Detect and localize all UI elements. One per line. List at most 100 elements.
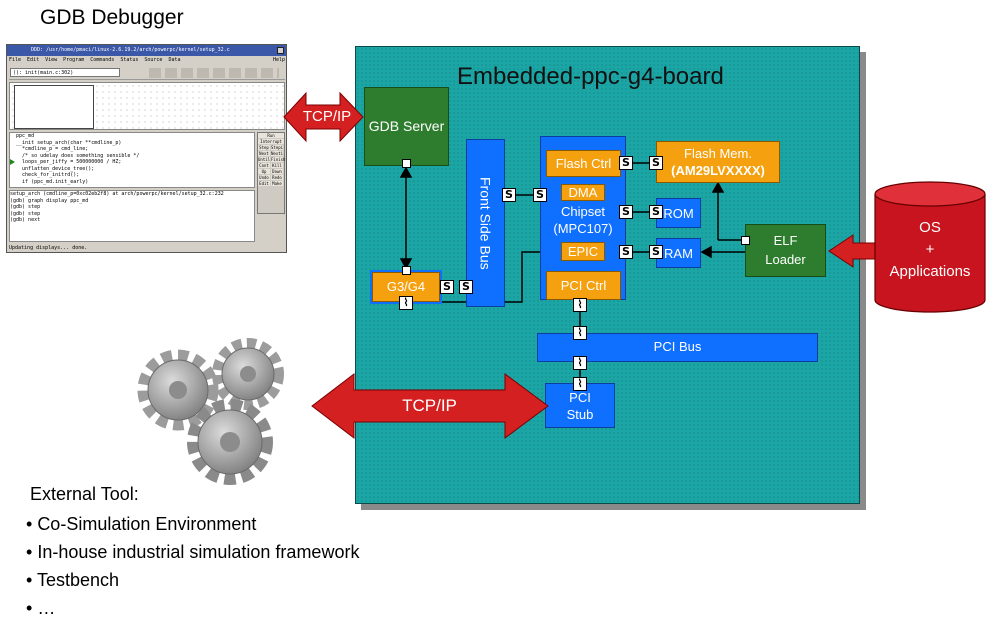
pci-bus-label: PCI Bus [653,339,702,354]
pci-stub-label-2: Stub [566,407,594,422]
cont-button[interactable]: Cont [258,163,270,168]
tcp-arrow-top [283,91,364,143]
gdb-console[interactable]: setup_arch (cmdline_p=0xc02eb2f8) at arc… [9,190,255,242]
menu-commands[interactable]: Commands [90,57,115,63]
pci-ctrl: PCI Ctrl [546,271,621,300]
fsb-port-bottom: S [459,280,473,294]
arrowhead-icon [399,258,413,270]
elf-loader-port [741,236,750,245]
source-line: if (ppc_md.init_early) [10,178,89,185]
close-icon[interactable] [277,47,284,54]
chipset-port-left: S [533,188,547,202]
make-button[interactable]: Make [271,181,283,186]
fsb-port-top: S [502,188,516,202]
run-button[interactable]: Run [258,133,284,138]
menu-file[interactable]: File [9,57,22,63]
source-line: /* so udelay does something sensible */ [10,152,140,159]
flash-mem-label: Flash Mem. [684,146,752,161]
menu-program[interactable]: Program [63,57,85,63]
until-button[interactable]: Until [258,157,271,162]
edit-button[interactable]: Edit [258,181,270,186]
flash-ctrl-label: Flash Ctrl [555,156,612,171]
pci-stub-label-1: PCI [569,390,591,405]
epic: EPIC [561,242,605,261]
nexti-button[interactable]: Nexti [271,151,284,156]
flash-mem-port: S [649,156,663,170]
console-line: (gdb) next [10,217,41,223]
menu-help[interactable]: Help [272,57,285,63]
source-line: check_for_initrd(); [10,172,80,178]
front-side-bus: Front Side Bus [466,139,505,307]
debugger-title: GDB Debugger [40,6,184,29]
redo-button[interactable]: Redo [271,175,283,180]
menu-data[interactable]: Data [168,57,181,63]
arrowhead-icon [700,245,712,259]
elf-loader [745,224,826,277]
front-side-bus-label: Front Side Bus [477,176,494,270]
list-item-text: In-house industrial simulation framework [37,542,360,562]
chipset-label: Chipset [560,204,606,219]
flash-ctrl: Flash Ctrl [546,150,621,177]
argument-field[interactable]: (): init(main.c:302) [10,68,120,77]
down-button[interactable]: Down [271,169,283,174]
ram-label: RAM [664,245,693,261]
menu-source[interactable]: Source [144,57,163,63]
list-item: • Co-Simulation Environment [26,514,257,534]
gears-icon [137,338,284,485]
console-line: setup_arch (cmdline_p=0xc02eb2f8) at arc… [10,191,224,197]
ram-port: S [649,245,663,259]
cpu-port-top [402,266,411,275]
undo-button[interactable]: Undo [258,175,270,180]
source-line: __init setup_arch(char **cmdline_p) [10,139,122,146]
external-tool-list: • Co-Simulation Environment • In-house i… [26,510,359,622]
flash-ctrl-port: S [619,156,633,170]
pci-ctrl-label: PCI Ctrl [560,278,607,293]
pci-stub-port: ⌇ [573,377,587,391]
data-box[interactable] [14,85,94,129]
stepi-button[interactable]: Stepi [271,145,284,150]
finish-button[interactable]: Finish [271,157,286,162]
flash-mem-model: (AM29LVXXXX) [671,163,765,178]
os-label-2: + [925,241,935,258]
list-item-text: Co-Simulation Environment [37,514,257,534]
list-item-text: Testbench [36,570,120,590]
flash-mem [656,141,780,183]
list-item: • … [26,598,56,618]
rom: ROM [656,198,701,228]
gdb-menubar: File Edit View Program Commands Status S… [9,57,285,65]
os-label-3: Applications [889,263,971,280]
ram: RAM [656,238,701,268]
data-display-pane[interactable] [9,82,285,130]
tcp-arrow-bottom [311,372,549,440]
gdb-status-bar: Updating displays... done. [9,244,285,252]
dma: DMA [561,184,605,201]
os-cylinder-icon [874,181,986,313]
toolbar-icons[interactable] [149,68,279,78]
elf-loader-label-1: ELF [773,233,798,248]
gdb-server-label: GDB Server [368,118,445,134]
list-item: • Testbench [26,570,120,590]
step-button[interactable]: Step [258,145,270,150]
gdb-window[interactable]: DDD: /usr/home/pmaci/linux-2.6.19.2/arch… [6,44,287,253]
gdb-window-titlebar[interactable]: DDD: /usr/home/pmaci/linux-2.6.19.2/arch… [7,45,286,56]
board-title: Embedded-ppc-g4-board [457,63,724,90]
os-label-1: OS [919,219,941,236]
menu-view[interactable]: View [45,57,58,63]
command-tool: Run Interrupt Step Stepi Next Nexti Unti… [257,132,285,214]
source-line: ppc_md [10,133,35,139]
external-tool-heading: External Tool: [30,484,139,504]
chipset-port-rom: S [619,205,633,219]
gdb-toolbar: (): init(main.c:302) [9,66,285,80]
menu-edit[interactable]: Edit [27,57,40,63]
execution-arrow-icon [10,159,15,165]
kill-button[interactable]: Kill [271,163,283,168]
dma-label: DMA [568,185,598,200]
source-pane[interactable]: ppc_md __init setup_arch(char **cmdline_… [9,132,255,188]
arrowhead-icon [399,166,413,178]
menu-status[interactable]: Status [120,57,139,63]
up-button[interactable]: Up [258,169,270,174]
console-line: (gdb) step [10,204,41,210]
interrupt-button[interactable]: Interrupt [258,139,284,144]
next-button[interactable]: Next [258,151,270,156]
